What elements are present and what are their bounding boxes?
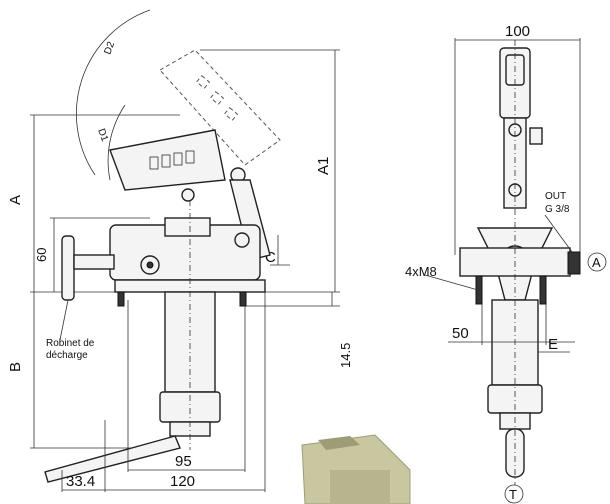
reservoir-front — [487, 40, 543, 485]
dim-e-label: E — [548, 336, 558, 353]
pump-head — [109, 217, 261, 281]
valve-callout: Robinet de décharge — [46, 299, 95, 361]
dim-60-label: 60 — [34, 248, 49, 262]
dim-c-label: C — [265, 249, 276, 266]
dim-14-5-label: 14.5 — [338, 343, 353, 368]
port-t: T — [504, 484, 524, 504]
photo-face — [330, 470, 390, 504]
stud-right — [539, 275, 547, 305]
port-t-label: T — [509, 487, 517, 502]
reservoir — [159, 200, 221, 450]
stud-left — [475, 275, 483, 305]
valve-label-line1: Robinet de — [46, 338, 95, 349]
port-a-label: A — [592, 255, 601, 270]
valve-label-line2: décharge — [46, 350, 88, 361]
out-label-line2: G 3/8 — [545, 204, 570, 215]
dim-95-label: 95 — [175, 453, 192, 470]
port-a: A — [587, 252, 607, 272]
side-view: A B 60 A1 14.5 C D1 D2 — [7, 9, 353, 492]
dim-d2-label: D2 — [102, 40, 117, 56]
pump-photo — [301, 434, 411, 504]
out-callout: OUT G 3/8 — [544, 191, 573, 253]
suction-pipe — [44, 435, 181, 483]
dim-a1-label: A1 — [315, 157, 332, 175]
handle-front — [499, 47, 543, 209]
front-view: 100 OUT — [405, 23, 607, 504]
thread-callout: 4xM8 — [405, 264, 479, 291]
photo-shadow — [318, 436, 360, 450]
dim-b-label: B — [7, 362, 24, 372]
dim-120-label: 120 — [170, 473, 195, 490]
dim-100-label: 100 — [505, 23, 530, 40]
out-label-line1: OUT — [545, 191, 566, 202]
release-valve — [61, 235, 115, 301]
dim-33-4-label: 33.4 — [66, 473, 95, 490]
thread-label: 4xM8 — [405, 264, 437, 279]
dim-a-label: A — [7, 195, 24, 205]
dim-50-label: 50 — [452, 325, 469, 342]
handle-raised-ghost — [159, 49, 281, 166]
dim-d1-label: D1 — [95, 127, 110, 143]
